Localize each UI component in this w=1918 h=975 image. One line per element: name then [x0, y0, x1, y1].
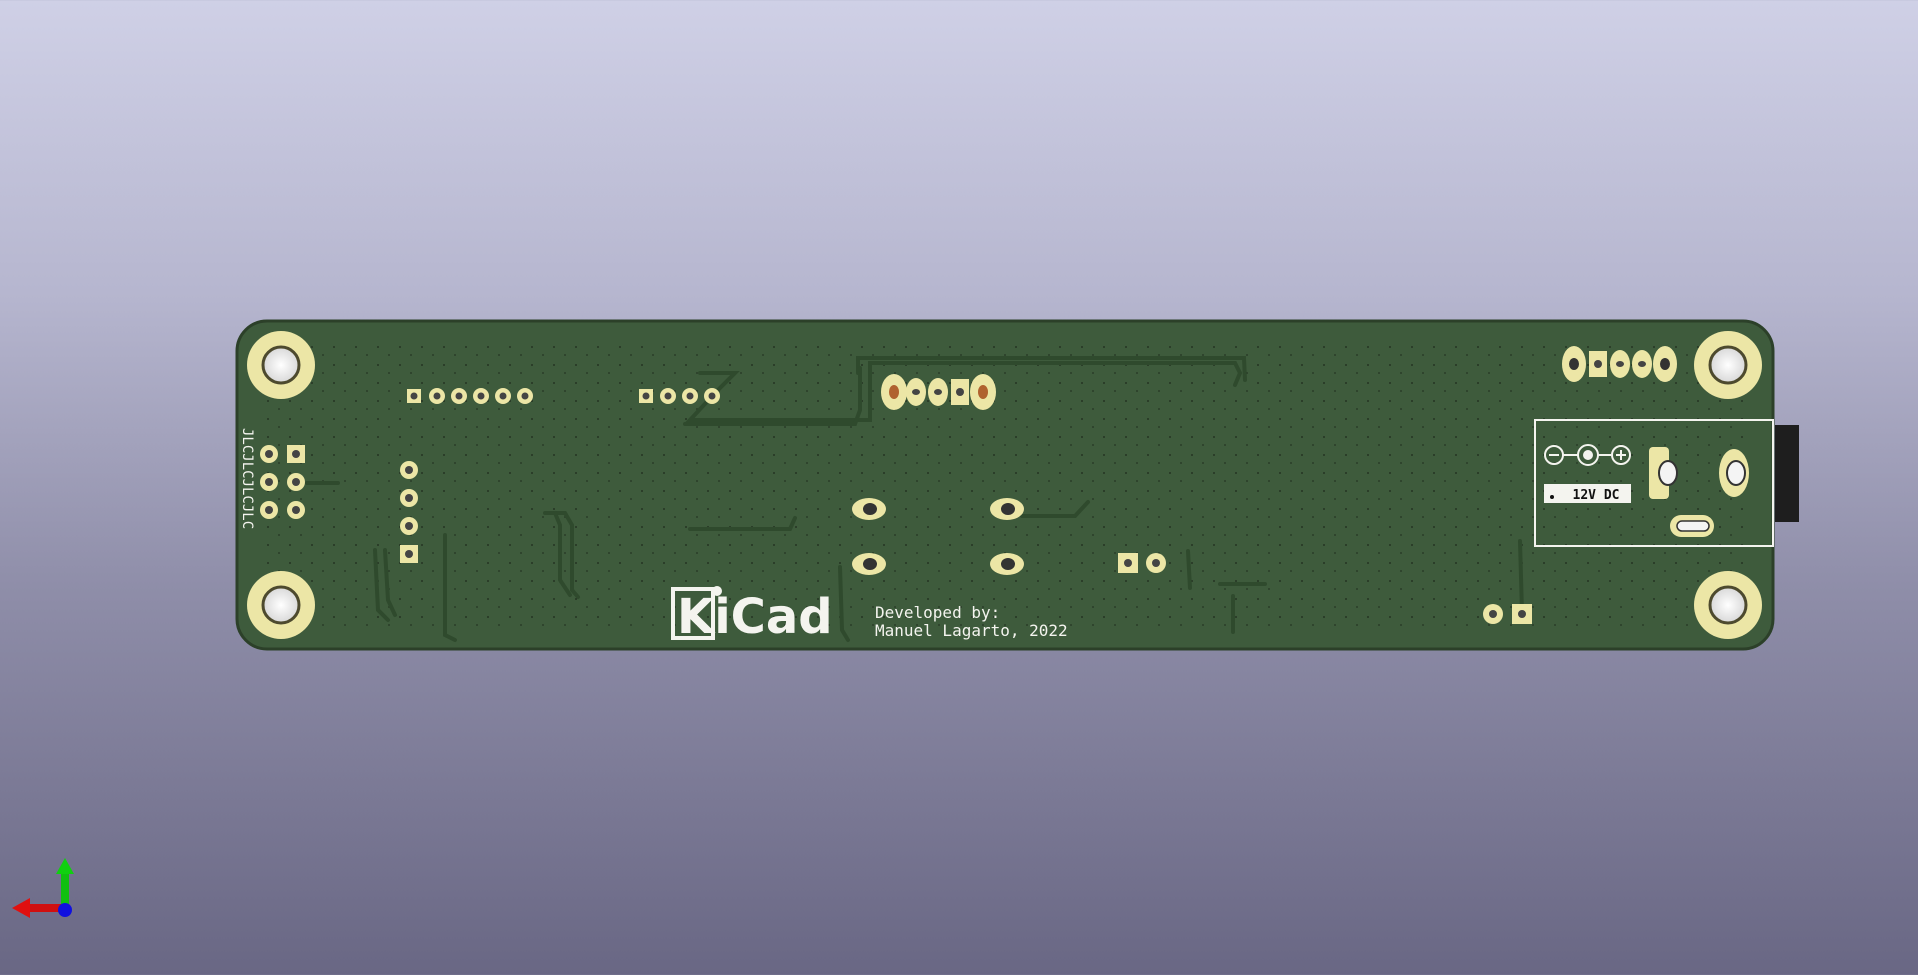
mounting-hole-top-left [247, 331, 315, 399]
header-5pin-top-right [1562, 346, 1677, 382]
pcb-board [235, 319, 1775, 651]
header-5pin-oval [881, 374, 996, 410]
mounting-hole-top-right [1694, 331, 1762, 399]
switch-pads [852, 498, 1024, 575]
kicad-logo: KiCad [671, 586, 833, 645]
header-2pin-right [1483, 604, 1532, 624]
header-2pin-center [1118, 553, 1166, 573]
x-axis-red [12, 898, 68, 918]
header-2x3 [260, 445, 305, 519]
mounting-hole-bottom-left [247, 571, 315, 639]
side-silkscreen-text: JLCJLCJLCJLC [239, 428, 255, 529]
power-label: 12V DC [1573, 488, 1620, 503]
header-4pin-vertical [400, 461, 418, 563]
kicad-logo-text: KiCad [677, 589, 833, 645]
credit-line-1: Developed by: [875, 603, 1000, 622]
polarity-symbol [1544, 444, 1631, 466]
z-axis-blue [58, 903, 72, 917]
mounting-hole-bottom-right [1694, 571, 1762, 639]
dc-jack-footprint [1534, 419, 1799, 547]
copper-traces [305, 356, 1524, 642]
header-7pin [407, 388, 533, 404]
credit-line-2: Manuel Lagarto, 2022 [875, 621, 1068, 640]
y-axis-green [56, 858, 74, 908]
header-4pin [639, 388, 720, 404]
axis-orientation-gizmo [12, 858, 74, 918]
power-label-box: 12V DC [1544, 484, 1631, 503]
